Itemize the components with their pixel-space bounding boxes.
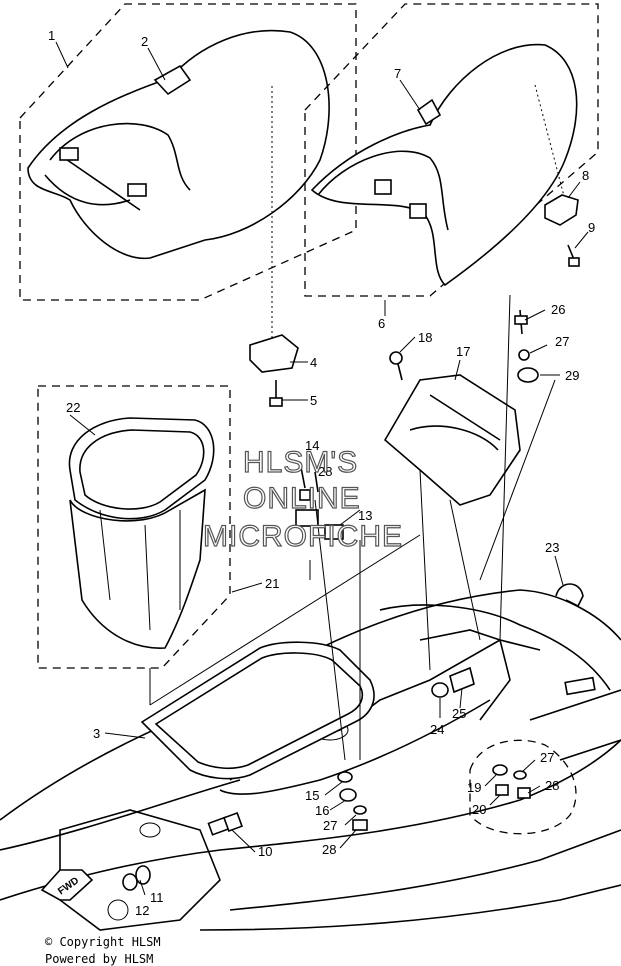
callout-11: 11 xyxy=(150,890,164,905)
callout-6: 6 xyxy=(378,316,385,331)
callout-17: 17 xyxy=(456,344,470,359)
plate-25 xyxy=(449,666,475,694)
callout-8: 8 xyxy=(582,168,589,183)
watermark-line-1: HLSM'S xyxy=(243,446,358,479)
callout-9: 9 xyxy=(588,220,595,235)
callout-10: 10 xyxy=(258,844,272,859)
storage-bin-group xyxy=(37,385,231,669)
callout-14: 14 xyxy=(305,438,319,453)
screw-18 xyxy=(389,351,403,381)
callout-28c: 28 xyxy=(545,778,559,793)
nut-24 xyxy=(431,682,449,698)
callout-5: 5 xyxy=(310,393,317,408)
callout-12: 12 xyxy=(135,903,149,918)
callout-27c: 27 xyxy=(540,750,554,765)
bracket-4 xyxy=(249,334,299,373)
callout-27b: 27 xyxy=(323,818,337,833)
fastener-stack-15-28 xyxy=(337,771,368,831)
callout-4: 4 xyxy=(310,355,317,370)
hull-deck xyxy=(0,589,621,931)
fastener-group-19-28 xyxy=(469,739,577,835)
copyright-text: © Copyright HLSM xyxy=(45,935,161,949)
callout-27a: 27 xyxy=(555,334,569,349)
tray-17 xyxy=(383,374,521,506)
callout-18: 18 xyxy=(418,330,432,345)
washer-11 xyxy=(135,865,151,885)
gasket-3 xyxy=(140,641,375,780)
watermark-line-3: MICROFICHE xyxy=(203,520,403,553)
callout-22: 22 xyxy=(66,400,80,415)
callout-29: 29 xyxy=(565,368,579,383)
washer-27 xyxy=(518,349,530,361)
callout-labels: 1 2 3 4 5 6 7 8 9 10 11 12 13 14 15 16 1… xyxy=(48,28,595,918)
callout-19: 19 xyxy=(467,780,481,795)
leader-lines xyxy=(55,41,589,896)
watermark-line-2: ONLINE xyxy=(243,482,361,515)
powered-by-text: Powered by HLSM xyxy=(45,952,154,966)
callout-20: 20 xyxy=(472,802,486,817)
u-bolt-23 xyxy=(555,583,584,608)
callout-24: 24 xyxy=(430,722,444,737)
callout-16: 16 xyxy=(315,803,329,818)
callout-7: 7 xyxy=(394,66,401,81)
callout-26: 26 xyxy=(551,302,565,317)
screw-28-top xyxy=(314,471,319,493)
callout-28b: 28 xyxy=(322,842,336,857)
callout-15: 15 xyxy=(305,788,319,803)
switch-13 xyxy=(295,489,344,540)
bolt-5 xyxy=(269,380,283,407)
callout-13: 13 xyxy=(358,508,372,523)
screw-14 xyxy=(299,461,306,489)
fwd-arrow-icon: FWD xyxy=(40,869,94,901)
screw-12 xyxy=(107,873,138,921)
callout-1: 1 xyxy=(48,28,55,43)
watermark: HLSM'S ONLINE MICROFICHE xyxy=(202,445,403,553)
grommet-29 xyxy=(517,367,539,383)
bracket-8 xyxy=(544,194,579,226)
callout-21: 21 xyxy=(265,576,279,591)
connector-10 xyxy=(207,812,243,836)
seat-6-group xyxy=(304,3,599,297)
callout-23: 23 xyxy=(545,540,559,555)
bolt-9 xyxy=(567,244,580,267)
seat-1-group xyxy=(19,3,357,340)
callout-25: 25 xyxy=(452,706,466,721)
callout-3: 3 xyxy=(93,726,100,741)
callout-28a: 28 xyxy=(318,464,332,479)
bolt-26 xyxy=(514,309,528,335)
callout-2: 2 xyxy=(141,34,148,49)
